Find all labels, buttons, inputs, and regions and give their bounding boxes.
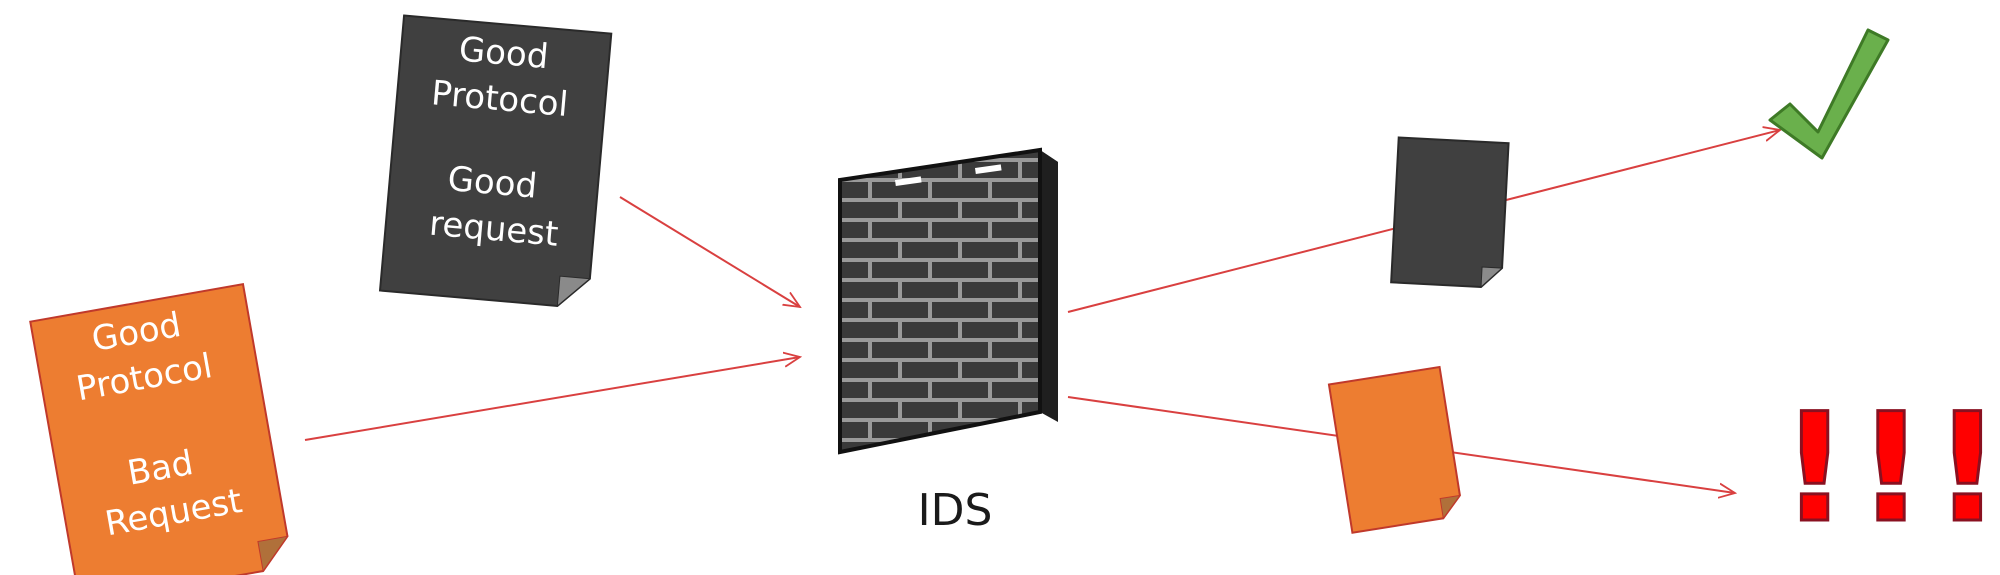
firewall-icon — [838, 147, 1058, 455]
good-request-document: Good Protocol Good request — [378, 14, 613, 308]
arrow-good-to-ids — [619, 196, 800, 307]
good-doc-line1: Good — [457, 30, 550, 78]
checkmark-icon — [1768, 28, 1890, 160]
good-doc-line3: Good — [446, 159, 539, 207]
flagged-packet-document — [1327, 365, 1462, 534]
arrow-bad-to-ids — [304, 357, 800, 441]
alert-icon: !!! — [1780, 382, 2000, 556]
allowed-packet-document — [1390, 136, 1510, 289]
svg-text:Good Protocol Good: Good Protocol Good request — [418, 27, 584, 255]
ids-label: IDS — [918, 485, 993, 536]
bad-request-document: Good Protocol Bad Request — [29, 283, 289, 575]
